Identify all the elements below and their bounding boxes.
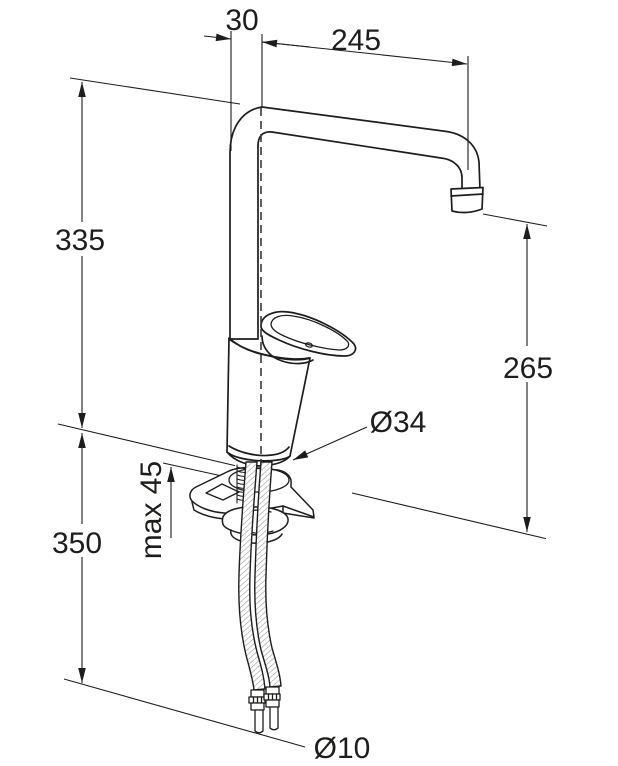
hose-fitting-right — [263, 686, 281, 731]
dimension-lines — [78, 33, 531, 683]
faucet-outline — [226, 106, 484, 467]
spout-aerator — [450, 186, 484, 214]
label-below-350: 350 — [52, 527, 102, 560]
hose-tip-left — [254, 709, 264, 734]
label-offset-30: 30 — [225, 4, 258, 37]
hose-tip-right — [269, 706, 279, 731]
handle-lever — [260, 310, 357, 357]
supply-hose-left — [238, 461, 266, 691]
label-height-335: 335 — [55, 224, 105, 257]
faucet-spout — [229, 106, 481, 340]
wing-nut — [221, 506, 289, 536]
label-outlet-265: 265 — [503, 352, 553, 385]
ext-line-335-top — [69, 77, 241, 105]
hose-end-line — [63, 678, 306, 748]
base-ring — [228, 445, 290, 457]
leader-dia34 — [292, 426, 368, 461]
mounting-hardware — [189, 461, 315, 734]
label-dia-10: Ø10 — [314, 732, 371, 765]
hose-fitting-left — [248, 689, 266, 734]
ext-line-265-top — [482, 213, 548, 227]
handle-dot — [304, 342, 314, 348]
body-top-rim — [228, 338, 310, 360]
handle-skirt — [261, 335, 314, 365]
dimension-labels: 30 245 335 265 350 max 45 Ø34 Ø10 — [52, 4, 553, 765]
handle-top-face — [270, 314, 350, 351]
dim-245 — [261, 41, 468, 67]
label-dia-34: Ø34 — [370, 406, 427, 439]
label-reach-245: 245 — [331, 24, 381, 57]
label-max-45: max 45 — [135, 461, 168, 559]
aerator-seam-line — [450, 193, 484, 197]
deck-line-left — [57, 423, 236, 467]
supply-hose-right — [254, 461, 282, 688]
deck-line-right — [351, 492, 547, 540]
